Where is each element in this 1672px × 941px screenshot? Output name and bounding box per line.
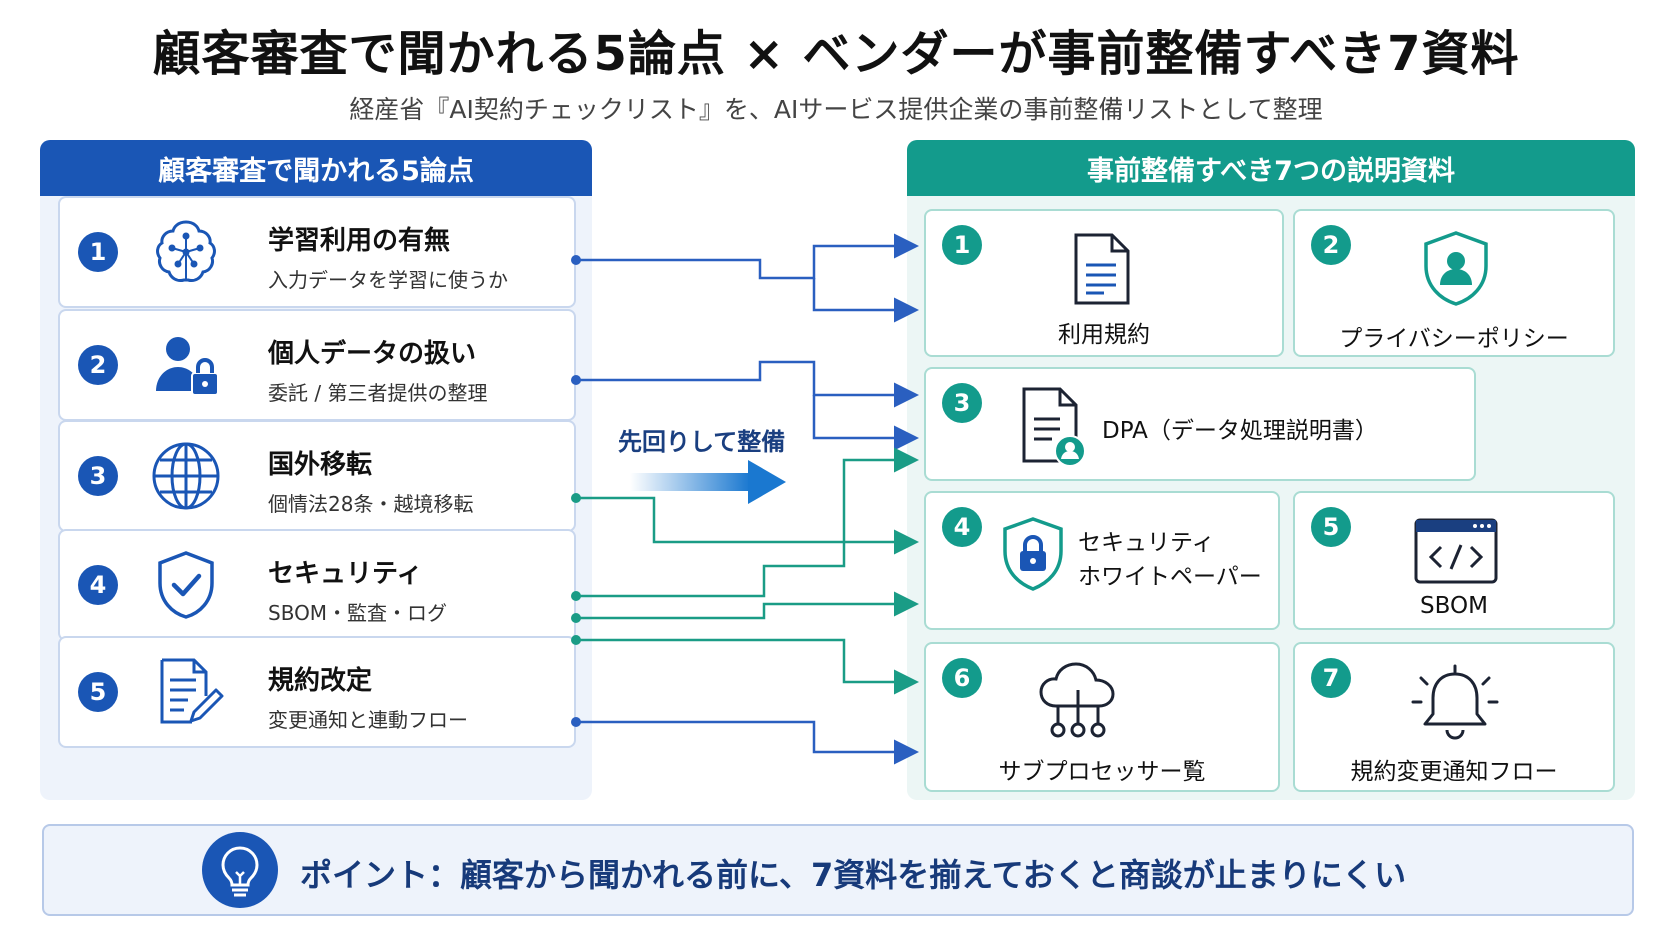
shield-check-icon	[158, 551, 214, 619]
cloud-network-icon	[1039, 662, 1115, 738]
issue-card-5: 5 規約改定 変更通知と連動フロー	[58, 636, 576, 748]
doc-card-3: 3 DPA（データ処理説明書）	[924, 367, 1476, 481]
issue-subtitle: SBOM・監査・ログ	[268, 601, 448, 625]
issue-number: 3	[78, 456, 118, 496]
code-window-icon	[1414, 518, 1498, 584]
arrow-right-icon	[630, 460, 786, 504]
point-text: ポイント：顧客から聞かれる前に、7資料を揃えておくと商談が止まりにくい	[300, 856, 1407, 894]
document-icon	[1074, 233, 1130, 305]
issue-title: 国外移転	[268, 450, 373, 480]
connector-4-to-doc-6	[576, 638, 919, 695]
doc-number: 1	[942, 225, 982, 265]
document-user-icon	[1022, 387, 1086, 467]
doc-number: 3	[942, 383, 982, 423]
connector-2-to-doc-3b	[812, 395, 919, 451]
left-panel-header: 顧客審査で聞かれる5論点	[40, 140, 592, 196]
issue-title: セキュリティ	[268, 559, 423, 589]
issue-number: 4	[78, 565, 118, 605]
point-bar: ポイント：顧客から聞かれる前に、7資料を揃えておくと商談が止まりにくい	[42, 824, 1634, 916]
issue-card-3: 3 国外移転 個情法28条・越境移転	[58, 420, 576, 532]
issue-title: 学習利用の有無	[268, 226, 451, 256]
doc-label: 利用規約	[1058, 322, 1150, 348]
connector-2-to-doc-3a	[576, 360, 919, 408]
issue-card-2: 2 個人データの扱い 委託 / 第三者提供の整理	[58, 309, 576, 421]
doc-label: DPA（データ処理説明書）	[1102, 418, 1378, 444]
doc-number: 2	[1311, 225, 1351, 265]
issue-subtitle: 個情法28条・越境移転	[268, 492, 474, 516]
doc-number: 4	[942, 507, 982, 547]
issue-number: 2	[78, 345, 118, 385]
middle-label: 先回りして整備	[618, 428, 786, 456]
doc-card-6: 6 サブプロセッサー覧	[924, 642, 1280, 792]
doc-number: 6	[942, 658, 982, 698]
doc-card-5: 5 SBOM	[1293, 491, 1615, 630]
doc-label: SBOM	[1420, 593, 1488, 619]
doc-label: サブプロセッサー覧	[998, 759, 1206, 785]
document-edit-icon	[160, 658, 224, 724]
page-subtitle: 経産省『AI契約チェックリスト』を、AIサービス提供企業の事前整備リストとして整…	[349, 95, 1323, 124]
connector-1-to-doc-2	[812, 278, 919, 323]
doc-card-4: 4 セキュリティ ホワイトペーパー	[924, 491, 1280, 630]
brain-network-icon	[156, 220, 216, 282]
page-title: 顧客審査で聞かれる5論点 × ベンダーが事前整備すべき7資料	[152, 26, 1520, 82]
issue-title: 規約改定	[268, 666, 373, 696]
doc-label-line2: ホワイトペーパー	[1078, 564, 1262, 590]
shield-user-icon	[1424, 231, 1488, 306]
user-lock-icon	[156, 337, 219, 396]
issue-subtitle: 変更通知と連動フロー	[268, 708, 468, 732]
connector-3-to-doc-4	[576, 496, 919, 555]
doc-card-2: 2 プライバシーポリシー	[1293, 209, 1615, 357]
issue-title: 個人データの扱い	[268, 339, 477, 369]
doc-number: 5	[1311, 507, 1351, 547]
issue-subtitle: 入力データを学習に使うか	[268, 268, 508, 292]
doc-label-line1: セキュリティ	[1078, 530, 1215, 556]
right-panel-header: 事前整備すべき7つの説明資料	[907, 140, 1635, 196]
connector-1-to-doc-1	[576, 233, 919, 280]
issue-card-1: 1 学習利用の有無 入力データを学習に使うか	[58, 196, 576, 308]
lightbulb-icon	[202, 832, 278, 908]
doc-card-1: 1 利用規約	[924, 209, 1284, 357]
connector-4-to-doc-5	[576, 591, 919, 620]
doc-number: 7	[1311, 658, 1351, 698]
connector-5-to-doc-7	[576, 720, 919, 765]
doc-label: 規約変更通知フロー	[1350, 759, 1558, 785]
issue-card-4: 4 セキュリティ SBOM・監査・ログ	[58, 529, 576, 641]
shield-lock-icon	[1003, 517, 1063, 591]
issue-number: 5	[78, 672, 118, 712]
bell-icon	[1411, 664, 1499, 740]
issue-subtitle: 委託 / 第三者提供の整理	[268, 381, 488, 405]
doc-label: プライバシーポリシー	[1339, 326, 1569, 352]
globe-icon	[152, 442, 220, 510]
doc-card-7: 7 規約変更通知フロー	[1293, 642, 1615, 792]
issue-number: 1	[78, 232, 118, 272]
